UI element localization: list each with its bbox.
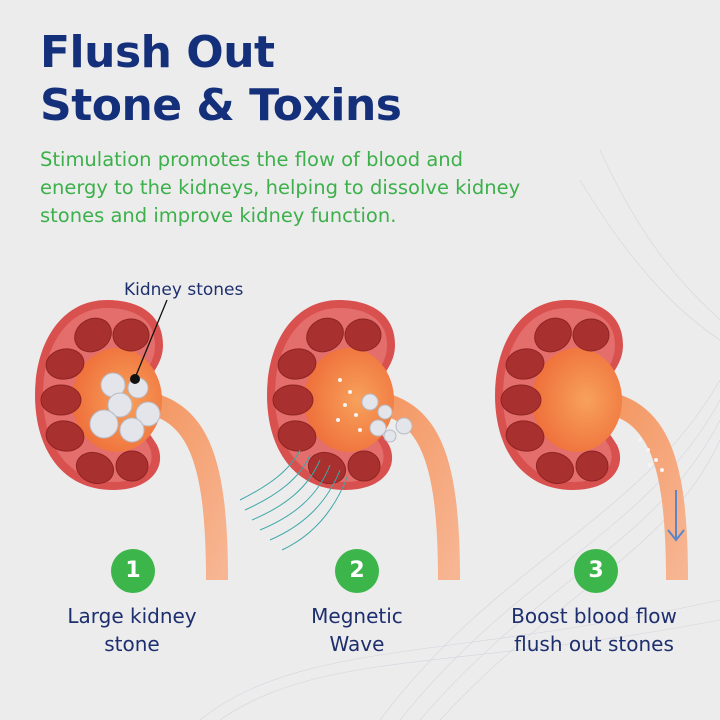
step-3-line-1: Boost blood flow <box>511 604 677 628</box>
kidney-stones-callout: Kidney stones <box>124 280 244 300</box>
step-3-line-2: flush out stones <box>514 632 674 656</box>
step-2-line-1: Megnetic <box>311 604 403 628</box>
arrow-down-icon <box>667 490 685 542</box>
step-1-line-2: stone <box>104 632 160 656</box>
step-1-label: Large kidney stone <box>22 602 242 658</box>
step-3-label: Boost blood flow flush out stones <box>484 602 704 658</box>
subtitle: Stimulation promotes the flow of blood a… <box>40 146 640 230</box>
title-line-1: Flush Out <box>40 27 275 78</box>
page-title: Flush Out Stone & Toxins <box>40 26 402 132</box>
kidney-2 <box>239 300 449 580</box>
title-line-2: Stone & Toxins <box>40 80 402 131</box>
step-3-badge: 3 <box>574 549 618 593</box>
step-2-line-2: Wave <box>329 632 385 656</box>
step-1-badge: 1 <box>111 549 155 593</box>
kidney-1 <box>35 300 217 580</box>
step-2-label: Megnetic Wave <box>247 602 467 658</box>
subtitle-line-3: stones and improve kidney function. <box>40 204 397 227</box>
subtitle-line-2: energy to the kidneys, helping to dissol… <box>40 176 521 199</box>
step-1-line-1: Large kidney <box>67 604 197 628</box>
subtitle-line-1: Stimulation promotes the flow of blood a… <box>40 148 464 171</box>
step-2-badge: 2 <box>335 549 379 593</box>
kidney-3 <box>495 300 684 580</box>
